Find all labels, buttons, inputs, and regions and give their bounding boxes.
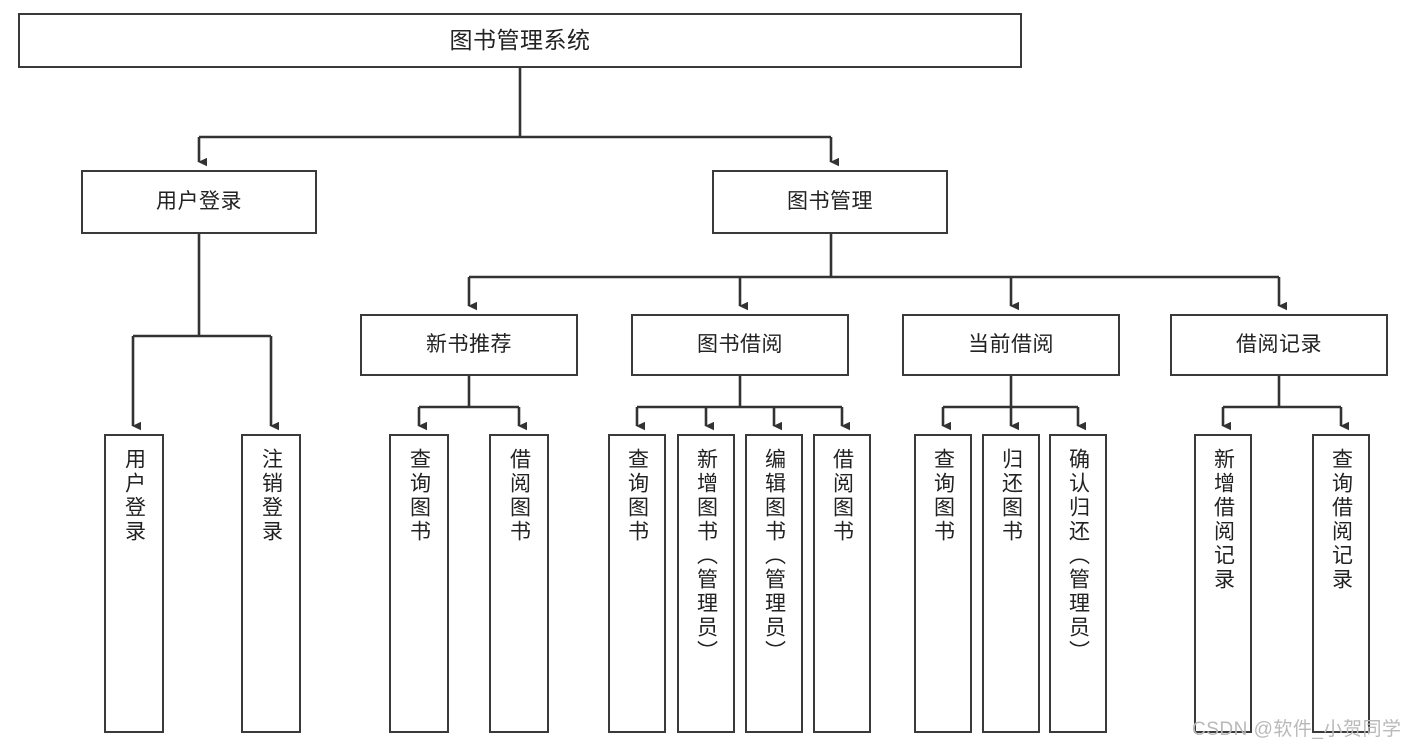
leaf-confirm-return[interactable]: 确认归还（管理员） <box>1049 434 1107 733</box>
node-user-login-label: 用户登录 <box>156 189 242 213</box>
leaf-edit-book[interactable]: 编辑图书（管理员） <box>745 434 803 733</box>
csdn-watermark: CSDN @软件_小贺同学 <box>1192 719 1402 740</box>
node-user-login[interactable]: 用户登录 <box>81 170 317 234</box>
node-borrow-record-label: 借阅记录 <box>1236 332 1322 356</box>
leaf-query-book-cur-label: 查询图书 <box>931 448 955 544</box>
leaf-query-book-borrow[interactable]: 查询图书 <box>608 434 666 733</box>
node-current-borrow-label: 当前借阅 <box>968 332 1054 356</box>
leaf-add-record[interactable]: 新增借阅记录 <box>1194 434 1252 733</box>
node-root[interactable]: 图书管理系统 <box>18 13 1022 68</box>
node-root-label: 图书管理系统 <box>449 26 591 53</box>
node-book-manage-label: 图书管理 <box>787 189 873 213</box>
node-book-manage[interactable]: 图书管理 <box>712 170 948 234</box>
node-book-borrow[interactable]: 图书借阅 <box>631 314 849 376</box>
leaf-add-record-label: 新增借阅记录 <box>1211 448 1235 592</box>
node-new-book-rec[interactable]: 新书推荐 <box>360 314 578 376</box>
leaf-add-book-label: 新增图书（管理员） <box>694 448 718 664</box>
leaf-logout[interactable]: 注销登录 <box>241 434 301 733</box>
leaf-query-book-cur[interactable]: 查询图书 <box>914 434 972 733</box>
leaf-add-book[interactable]: 新增图书（管理员） <box>677 434 735 733</box>
leaf-borrow-book-rec-label: 借阅图书 <box>507 448 531 544</box>
leaf-return-book[interactable]: 归还图书 <box>982 434 1040 733</box>
node-borrow-record[interactable]: 借阅记录 <box>1170 314 1388 376</box>
leaf-borrow-book-label: 借阅图书 <box>830 448 854 544</box>
leaf-query-record-label: 查询借阅记录 <box>1329 448 1353 592</box>
leaf-query-record[interactable]: 查询借阅记录 <box>1312 434 1370 733</box>
node-book-borrow-label: 图书借阅 <box>697 332 783 356</box>
leaf-confirm-return-label: 确认归还（管理员） <box>1066 448 1090 664</box>
leaf-user-login[interactable]: 用户登录 <box>104 434 164 733</box>
leaf-borrow-book[interactable]: 借阅图书 <box>813 434 871 733</box>
leaf-return-book-label: 归还图书 <box>999 448 1023 544</box>
leaf-borrow-book-rec[interactable]: 借阅图书 <box>489 434 549 733</box>
node-current-borrow[interactable]: 当前借阅 <box>902 314 1120 376</box>
leaf-query-book-rec[interactable]: 查询图书 <box>389 434 449 733</box>
leaf-query-book-borrow-label: 查询图书 <box>625 448 649 544</box>
leaf-edit-book-label: 编辑图书（管理员） <box>762 448 786 664</box>
node-new-book-rec-label: 新书推荐 <box>426 332 512 356</box>
leaf-logout-label: 注销登录 <box>259 448 283 544</box>
leaf-query-book-rec-label: 查询图书 <box>407 448 431 544</box>
leaf-user-login-label: 用户登录 <box>122 448 146 544</box>
